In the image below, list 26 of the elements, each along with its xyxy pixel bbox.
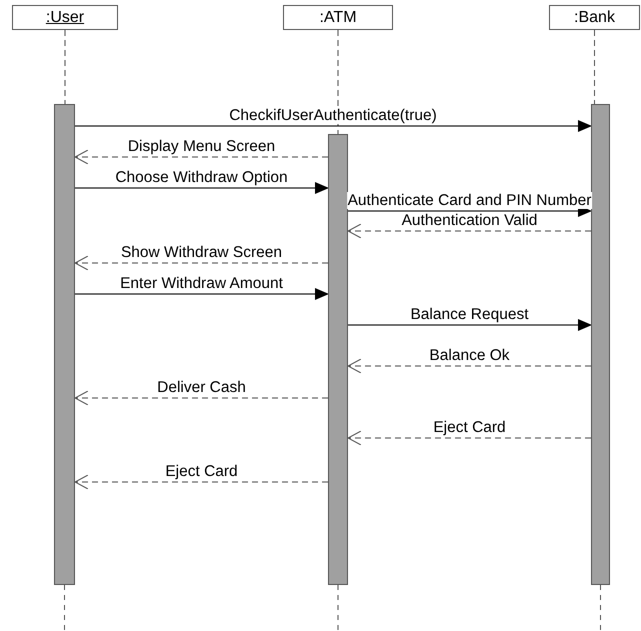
activation-bar (328, 134, 348, 585)
return-arrow (74, 256, 328, 270)
lifeline-head: :User (12, 5, 118, 30)
return-arrow (348, 430, 592, 446)
lifeline (594, 30, 595, 104)
message-arrow (74, 182, 329, 194)
return-arrow (74, 150, 328, 164)
message-label: CheckifUserAuthenticate(true) (228, 107, 438, 124)
message-arrow (74, 288, 329, 300)
return-arrow (348, 358, 592, 374)
lifeline-head: :Bank (549, 5, 640, 30)
lifeline-head: :ATM (283, 5, 393, 30)
message-label: Choose Withdraw Option (114, 169, 289, 186)
return-arrow (348, 224, 592, 238)
message-label: Balance Request (409, 306, 530, 323)
return-arrow (74, 474, 328, 490)
lifeline (64, 30, 66, 104)
message-label: Eject Card (432, 419, 507, 436)
activation-bar (54, 104, 75, 585)
message-arrow (348, 319, 592, 331)
activation-bar (591, 104, 610, 585)
message-arrow (74, 120, 592, 132)
message-label: Authenticate Card and PIN Number (346, 192, 592, 209)
message-label: Display Menu Screen (126, 138, 276, 155)
return-arrow (74, 390, 328, 406)
message-label: Eject Card (164, 463, 239, 480)
